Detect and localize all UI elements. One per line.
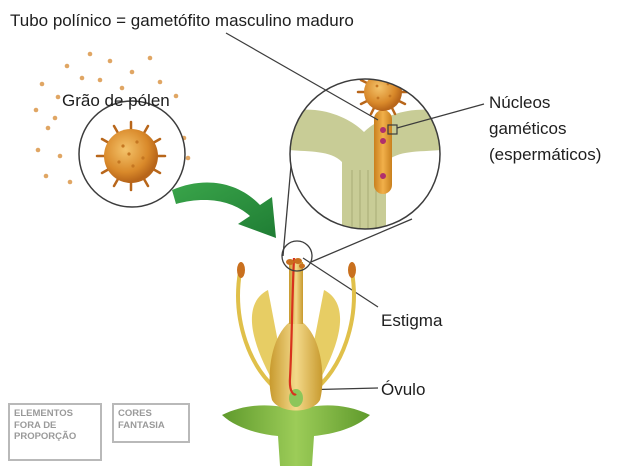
pollen-tube-zoom <box>288 67 442 240</box>
color-disclaimer-badge: CORES FANTASIA <box>112 403 190 443</box>
nuclei-label-line1: Núcleos <box>489 92 550 113</box>
scale-disclaimer-badge: ELEMENTOS FORA DE PROPORÇÃO <box>8 403 102 461</box>
pollen-grain-inset <box>79 101 185 207</box>
pollen-grain-label: Grão de pólen <box>62 90 170 111</box>
flower <box>222 258 370 466</box>
stigma-label: Estigma <box>381 310 442 331</box>
nuclei-label-line3: (espermáticos) <box>489 144 601 165</box>
title-label: Tubo polínico = gametófito masculino mad… <box>10 10 354 31</box>
ovule-label: Óvulo <box>381 379 425 400</box>
nuclei-label-line2: gaméticos <box>489 118 566 139</box>
transfer-arrow <box>172 183 276 238</box>
